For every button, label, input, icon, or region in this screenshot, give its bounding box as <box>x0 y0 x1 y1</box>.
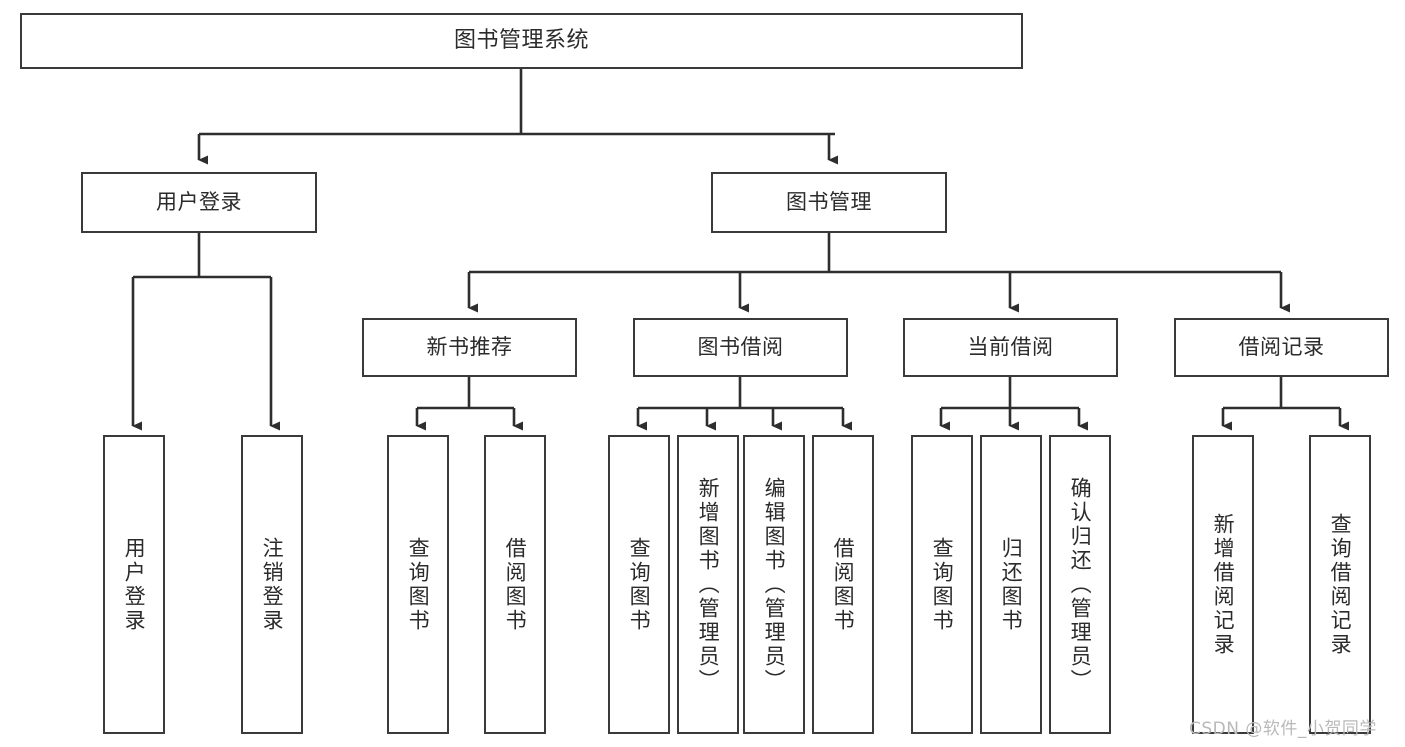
node-label: 图书借阅 <box>697 335 784 360</box>
csdn-watermark: CSDN @软件_小贺同学 <box>1189 719 1377 739</box>
node-label: 用户登录 <box>122 536 147 633</box>
node-label: 借阅记录 <box>1238 335 1325 360</box>
node-new-book-recommend[interactable]: 新书推荐 <box>362 318 577 377</box>
node-current-borrow[interactable]: 当前借阅 <box>903 318 1118 377</box>
leaf-return-book[interactable]: 归还图书 <box>980 435 1042 734</box>
node-book-borrow[interactable]: 图书借阅 <box>633 318 848 377</box>
node-book-management[interactable]: 图书管理 <box>711 172 947 233</box>
node-label: 查询图书 <box>406 536 431 633</box>
node-label: 新增借阅记录 <box>1211 512 1236 657</box>
node-label: 图书管理 <box>786 190 872 215</box>
leaf-add-book-admin[interactable]: 新增图书（管理员） <box>677 435 739 734</box>
node-label: 用户登录 <box>156 190 242 215</box>
leaf-confirm-return-admin[interactable]: 确认归还（管理员） <box>1049 435 1111 734</box>
node-label: 查询图书 <box>930 536 955 633</box>
node-label: 新书推荐 <box>426 335 513 360</box>
node-label: 借阅图书 <box>503 536 528 633</box>
node-label: 查询图书 <box>627 536 652 633</box>
node-label: 新增图书（管理员） <box>696 476 721 693</box>
leaf-query-book-recommend[interactable]: 查询图书 <box>387 435 449 734</box>
leaf-user-login[interactable]: 用户登录 <box>103 435 165 734</box>
leaf-logout-login[interactable]: 注销登录 <box>241 435 303 734</box>
node-label: 当前借阅 <box>967 335 1054 360</box>
node-label: 查询借阅记录 <box>1328 512 1353 657</box>
leaf-borrow-book-recommend[interactable]: 借阅图书 <box>484 435 546 734</box>
node-label: 编辑图书（管理员） <box>762 476 787 693</box>
leaf-edit-book-admin[interactable]: 编辑图书（管理员） <box>743 435 805 734</box>
node-user-login[interactable]: 用户登录 <box>81 172 317 233</box>
leaf-query-book-borrow[interactable]: 查询图书 <box>608 435 670 734</box>
node-label: 确认归还（管理员） <box>1068 476 1093 693</box>
node-root-book-management-system[interactable]: 图书管理系统 <box>20 13 1023 69</box>
leaf-borrow-book[interactable]: 借阅图书 <box>812 435 874 734</box>
leaf-add-borrow-record[interactable]: 新增借阅记录 <box>1192 435 1254 734</box>
node-label: 注销登录 <box>260 536 285 633</box>
leaf-query-book-current[interactable]: 查询图书 <box>911 435 973 734</box>
node-borrow-record[interactable]: 借阅记录 <box>1174 318 1389 377</box>
node-label: 归还图书 <box>999 536 1024 633</box>
node-label: 图书管理系统 <box>453 28 589 54</box>
node-label: 借阅图书 <box>831 536 856 633</box>
leaf-query-borrow-record[interactable]: 查询借阅记录 <box>1309 435 1371 734</box>
